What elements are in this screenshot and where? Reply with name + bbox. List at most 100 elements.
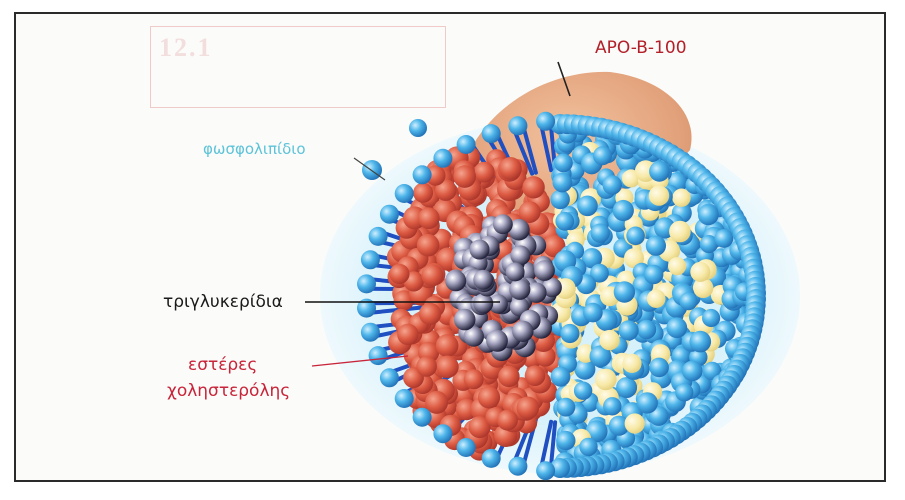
phospholipid-head-ball — [361, 323, 380, 342]
cholesterol-ester-ball — [464, 369, 484, 389]
phospholipid-head-ball — [536, 461, 555, 480]
phospholipid-head-ball — [553, 173, 573, 193]
cholesterol-ester-ball — [436, 334, 459, 357]
phospholipid-head-ball — [619, 320, 639, 340]
cholesterol-ester-ball — [421, 264, 443, 286]
cholesterol-ester-ball — [416, 356, 437, 377]
phospholipid-head-ball — [583, 303, 603, 323]
cholesterol-ester-ball — [497, 410, 518, 431]
phospholipid-head-ball — [413, 165, 432, 184]
cholesterol-ester-ball — [453, 165, 476, 188]
cholesterol-ester-ball — [397, 324, 418, 345]
phospholipid-head-ball — [603, 397, 621, 415]
triglyceride-ball — [506, 262, 525, 281]
cholesterol-ester-ball — [413, 183, 433, 203]
phospholipid-head-ball — [649, 358, 669, 378]
triglyceride-ball — [473, 293, 493, 313]
phospholipid-head-ball — [560, 324, 579, 343]
triglyceride-ball — [510, 245, 530, 265]
free-cholesterol-ball — [622, 354, 641, 373]
phospholipid-head-ball — [395, 389, 414, 408]
triglyceride-ball — [486, 330, 508, 352]
phospholipid-head-ball — [702, 309, 720, 327]
esters-label-line2: χοληστερόλης — [167, 381, 290, 401]
free-cholesterol-ball — [595, 369, 617, 391]
phospholipid-head-ball — [361, 250, 380, 269]
phospholipid-head-ball — [482, 449, 501, 468]
free-cholesterol-ball — [690, 262, 710, 282]
cholesterol-ester-ball — [436, 356, 459, 379]
free-cholesterol-ball — [647, 289, 666, 308]
phospholipid-head-ball — [557, 398, 576, 417]
phospholipid-head-ball — [675, 383, 693, 401]
phospholipid-head-ball — [551, 190, 570, 209]
triglyceride-ball — [473, 270, 493, 290]
phospholipid-head-ball — [698, 204, 719, 225]
triglyceride-ball — [470, 240, 490, 260]
cholesterol-ester-ball — [478, 386, 500, 408]
phospholipid-head-ball — [690, 331, 712, 353]
phospholipid-head-ball — [666, 317, 687, 338]
phospholipid-head-ball — [577, 196, 598, 217]
phospholipid-head-ball — [613, 200, 634, 221]
phospholipid-head-ball — [357, 274, 376, 293]
phospholipid-head-ball — [637, 320, 656, 339]
triglyceride-ball — [445, 270, 466, 291]
triglyceride-ball — [512, 321, 533, 342]
triglyceride-ball — [509, 279, 530, 300]
phospholipid-head-ball — [616, 377, 637, 398]
phospholipid-label: φωσφολιπίδιο — [203, 140, 306, 158]
phospholipid-head-ball — [649, 161, 670, 182]
cholesterol-ester-ball — [419, 303, 441, 325]
phospholipid-head-ball — [626, 227, 645, 246]
phospholipid-head-ball — [555, 212, 574, 231]
phospholipid-head-ball — [369, 346, 388, 365]
cholesterol-ester-ball — [499, 157, 522, 180]
phospholipid-head-ball — [413, 408, 432, 427]
phospholipid-head-ball — [579, 438, 597, 456]
phospholipid-head-ball — [637, 392, 658, 413]
triglycerides-label: τριγλυκερίδια — [163, 292, 283, 312]
phospholipid-head-ball — [457, 135, 476, 154]
apo-label: APO-B-100 — [595, 38, 687, 58]
phospholipid-head-ball — [409, 119, 427, 137]
phospholipid-head-ball — [591, 224, 610, 243]
phospholipid-head-ball — [646, 236, 666, 256]
triglyceride-ball — [493, 214, 513, 234]
phospholipid-head-ball — [395, 184, 414, 203]
phospholipid-head-ball — [603, 175, 622, 194]
phospholipid-head-ball — [433, 424, 452, 443]
phospholipid-head-ball — [508, 457, 527, 476]
triglyceride-ball — [534, 260, 555, 281]
phospholipid-head-ball — [593, 146, 612, 165]
phospholipid-head-ball — [369, 227, 388, 246]
phospholipid-head-ball — [714, 229, 733, 248]
phospholipid-head-ball — [556, 431, 575, 450]
cholesterol-ester-ball — [417, 234, 440, 257]
phospholipid-head-ball — [682, 361, 703, 382]
cholesterol-ester-ball — [418, 208, 440, 230]
phospholipid-head-ball — [482, 124, 501, 143]
cholesterol-ester-ball — [498, 366, 519, 387]
cholesterol-ester-ball — [525, 365, 546, 386]
phospholipid-head-ball — [614, 281, 635, 302]
cholesterol-ester-ball — [517, 397, 540, 420]
free-cholesterol-ball — [649, 185, 669, 205]
free-cholesterol-ball — [599, 330, 619, 350]
cholesterol-ester-ball — [522, 176, 544, 198]
phospholipid-head-ball — [457, 438, 476, 457]
cholesterol-ester-ball — [389, 264, 409, 284]
phospholipid-head-ball — [551, 367, 571, 387]
phospholipid-head-ball — [362, 160, 382, 180]
phospholipid-head-ball — [508, 116, 527, 135]
phospholipid-head-ball — [679, 292, 697, 310]
phospholipid-head-ball — [554, 154, 573, 173]
cholesterol-ester-ball — [474, 162, 495, 183]
phospholipid-head-ball — [536, 112, 555, 131]
phospholipid-head-ball — [433, 149, 452, 168]
triglyceride-ball — [454, 309, 476, 331]
free-cholesterol-ball — [668, 257, 686, 275]
free-cholesterol-ball — [625, 413, 645, 433]
surface-hemisphere — [550, 114, 766, 478]
